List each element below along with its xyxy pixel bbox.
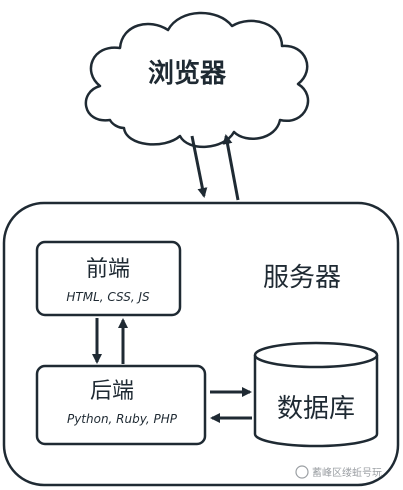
backend-title: 后端 [90,379,134,404]
database-top [253,341,379,369]
cloud-shape [84,11,310,149]
watermark-text: 蓄峰区缕蚯号玩 [312,466,382,479]
response-arrow [222,134,240,201]
wechat-icon [295,465,309,479]
database-body [253,355,379,448]
frontend-title: 前端 [86,257,130,282]
frontend-subtitle: HTML, CSS, JS [66,290,150,304]
database-label: 数据库 [277,394,355,424]
database-cylinder: 数据库 [253,341,379,448]
server-label: 服务器 [263,263,341,293]
request-arrow [190,135,208,198]
browser-cloud: 浏览器 [84,11,310,149]
backend-box: 后端 Python, Ruby, PHP [35,364,207,446]
backend-rect [35,364,207,446]
frontend-rect [35,240,182,317]
watermark: 蓄峰区缕蚯号玩 [295,465,382,479]
browser-label: 浏览器 [148,59,227,89]
frontend-box: 前端 HTML, CSS, JS [35,240,182,317]
backend-subtitle: Python, Ruby, PHP [67,412,178,426]
